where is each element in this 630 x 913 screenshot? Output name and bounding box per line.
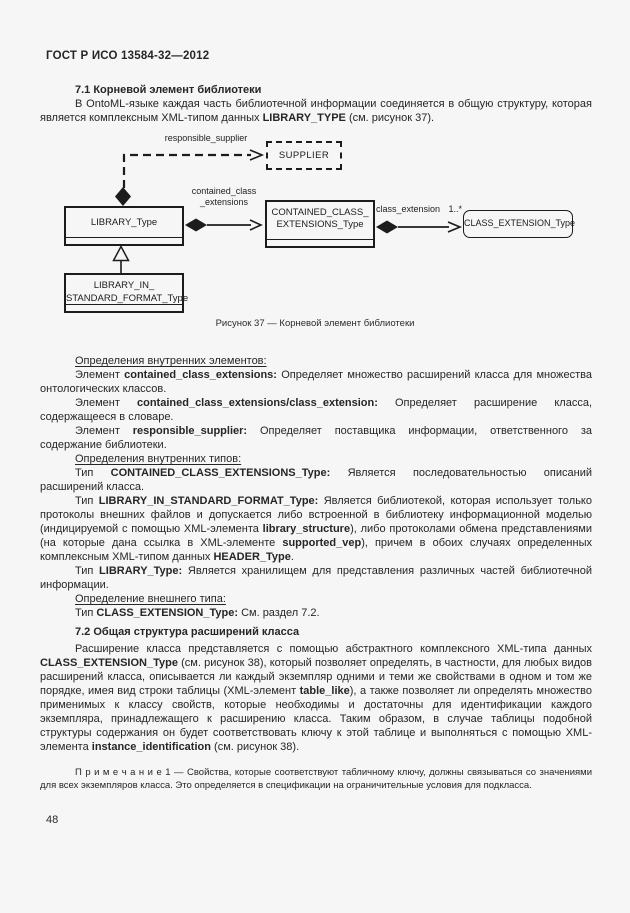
edge-label-class-extension: class_extension 1..*: [376, 204, 462, 215]
edge-label-line1: contained_class: [191, 186, 257, 196]
text-run: Определяет множество расширений класса д…: [40, 369, 592, 395]
composition-diamond-contained-icon: [376, 220, 398, 234]
text-run: Элемент: [75, 425, 133, 437]
text-run: П р и м е ч а н и е 1 — Свойства, которы…: [40, 767, 592, 791]
text-run: ), либо протоколами обмена представления…: [40, 523, 592, 549]
element-responsible-supplier: Элемент responsible_supplier: Определяет…: [40, 424, 592, 452]
text-run: Тип: [75, 565, 100, 577]
supplier-box: SUPPLIER: [266, 141, 342, 170]
text-run: CONTAINED_CLASS_EXTENSIONS_Type:: [110, 467, 331, 479]
text-run: ), а также позволяет ли определять множе…: [40, 685, 592, 753]
text-run: contained_class_extensions:: [124, 369, 277, 381]
edge-label-multiplicity: 1..*: [448, 204, 462, 214]
text-run: Определения внутренних элементов:: [75, 355, 267, 367]
contained-label-line2: EXTENSIONS_Type: [276, 219, 364, 230]
text-run: Является хранилищем для представления ра…: [40, 565, 592, 591]
figure-37-diagram: responsible_supplier contained_class _ex…: [0, 130, 630, 315]
contained-compartment-divider: [267, 239, 373, 240]
diagram-connectors: [112, 149, 463, 273]
section-7-1-heading: 7.1 Корневой элемент библиотеки: [40, 83, 592, 97]
text-run: CLASS_EXTENSION_Type: [40, 657, 178, 669]
element-contained-class-extensions: Элемент contained_class_extensions: Опре…: [40, 368, 592, 396]
text-run: CLASS_EXTENSION_Type:: [96, 607, 239, 619]
section-7-2-heading: 7.2 Общая структура расширений класса: [40, 625, 592, 639]
text-run: contained_class_extensions/class_extensi…: [137, 397, 378, 409]
text-run: instance_identification: [91, 741, 211, 753]
text-run: responsible_supplier:: [132, 425, 248, 437]
edge-label-responsible-supplier: responsible_supplier: [164, 133, 248, 143]
definitions-inner-elements-heading: Определения внутренних элементов:: [40, 354, 592, 368]
text-run: Определяет расширение класса, содержащее…: [40, 397, 593, 423]
edge-label-line2: _extensions: [199, 197, 249, 207]
type-library-in-standard-format-type: Тип LIBRARY_IN_STANDARD_FORMAT_Type: Явл…: [40, 494, 592, 564]
generalization-triangle-icon: [112, 244, 130, 262]
text-run: LIBRARY_IN_STANDARD_FORMAT_Type:: [98, 495, 319, 507]
text-run: Определения внутренних типов:: [75, 453, 242, 465]
library-type-box: LIBRARY_Type: [64, 206, 184, 246]
text-run: LIBRARY_Type:: [99, 565, 183, 577]
responsible-supplier-dashed-line: [122, 153, 251, 188]
library-in-label-line1: LIBRARY_IN_: [93, 280, 155, 291]
text-run: HEADER_Type: [213, 551, 291, 563]
text-run: Расширение класса представляется с помощ…: [75, 643, 592, 655]
main-text: Определения внутренних элементов:Элемент…: [40, 354, 592, 792]
arrowhead-to-contained-icon: [249, 219, 263, 231]
library-type-label: LIBRARY_Type: [90, 217, 158, 228]
text-run: LIBRARY_TYPE: [262, 112, 346, 124]
page-number: 48: [46, 814, 59, 826]
class-extension-type-box: CLASS_EXTENSION_Type: [463, 210, 575, 238]
text-run: .: [290, 551, 294, 563]
text-run: См. раздел 7.2.: [238, 607, 320, 619]
text-run: (см. рисунок 37).: [345, 112, 435, 124]
page-header: ГОСТ Р ИСО 13584-32—2012: [46, 50, 210, 62]
type-library-type: Тип LIBRARY_Type: Является хранилищем дл…: [40, 564, 592, 592]
contained-label-line1: CONTAINED_CLASS_: [271, 207, 369, 218]
type-class-extension-type: Тип CLASS_EXTENSION_Type: См. раздел 7.2…: [40, 606, 592, 620]
text-run: В OntoML-языке каждая часть библиотечной…: [40, 98, 592, 124]
intro-text: 7.1 Корневой элемент библиотеки В OntoML-…: [40, 83, 592, 125]
text-run: 7.1 Корневой элемент библиотеки: [75, 84, 262, 96]
text-run: Определение внешнего типа:: [75, 593, 226, 605]
text-run: Элемент: [75, 369, 125, 381]
text-run: library_structure: [262, 523, 351, 535]
text-run: Является библиотекой, которая использует…: [40, 495, 592, 535]
text-run: (см. рисунок 38), который позволяет опре…: [40, 657, 592, 697]
edge-label-name: class_extension: [376, 204, 441, 214]
text-run: Элемент: [75, 397, 137, 409]
text-run: Является последовательностью описаний ра…: [40, 467, 592, 493]
text-run: ), причем в обоих случаях определенных к…: [40, 537, 592, 563]
type-contained-class-extensions-type: Тип CONTAINED_CLASS_EXTENSIONS_Type: Явл…: [40, 466, 592, 494]
element-contained-class-extensions-class-extension: Элемент contained_class_extensions/class…: [40, 396, 592, 424]
composition-diamond-top-icon: [115, 187, 131, 206]
library-in-label-line2: STANDARD_FORMAT_Type: [66, 292, 189, 304]
text-run: Определяет поставщика информации, ответс…: [40, 425, 592, 451]
library-in-standard-format-type-box: LIBRARY_IN_ STANDARD_FORMAT_Type: [64, 273, 189, 313]
library-type-compartment-divider: [66, 237, 182, 238]
text-run: supported_vep: [282, 537, 362, 549]
text-run: Тип: [75, 467, 111, 479]
intro-paragraph: В OntoML-языке каждая часть библиотечной…: [40, 97, 592, 125]
section-7-2-paragraph: Расширение класса представляется с помощ…: [40, 642, 592, 754]
composition-diamond-library-icon: [185, 218, 207, 232]
library-in-compartment-divider: [66, 304, 182, 305]
edge-label-contained-class-extensions: contained_class _extensions: [188, 186, 260, 208]
arrowhead-to-supplier-icon: [249, 149, 265, 161]
text-run: Тип: [75, 607, 97, 619]
text-run: Тип: [75, 495, 99, 507]
figure-caption: Рисунок 37 — Корневой элемент библиотеки: [215, 318, 415, 329]
text-run: table_like: [299, 685, 350, 697]
contained-class-extensions-type-box: CONTAINED_CLASS_ EXTENSIONS_Type: [265, 200, 375, 248]
text-run: (см. рисунок 38).: [210, 741, 300, 753]
text-run: 7.2 Общая структура расширений класса: [75, 626, 300, 638]
arrowhead-to-class-extension-icon: [447, 221, 463, 233]
note-1: П р и м е ч а н и е 1 — Свойства, которы…: [40, 767, 592, 792]
definitions-inner-types-heading: Определения внутренних типов:: [40, 452, 592, 466]
definition-external-type-heading: Определение внешнего типа:: [40, 592, 592, 606]
